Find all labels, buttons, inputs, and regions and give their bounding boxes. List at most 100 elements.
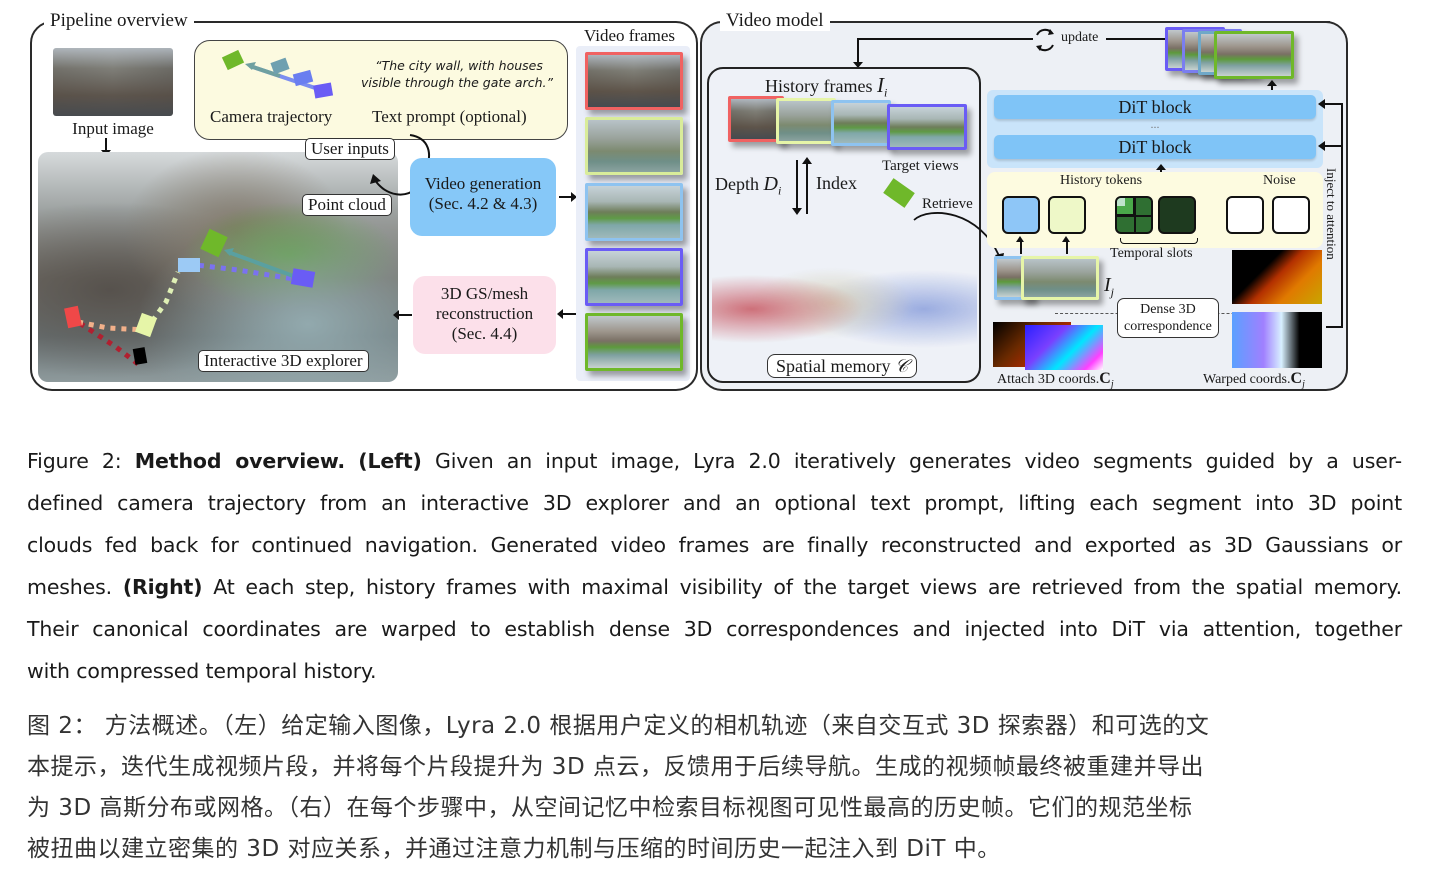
history-frames-text: History frames: [765, 76, 873, 96]
output-frame-stack-4: [1214, 31, 1294, 79]
history-frame-4: [887, 104, 967, 150]
spatial-memory-point-cloud: [712, 240, 977, 355]
warped-coords-map: [1232, 312, 1322, 368]
history-token-2: [1048, 196, 1086, 234]
pipeline-overview-title: Pipeline overview: [44, 11, 194, 31]
caption-zh-line-1: 图 2： 方法概述。（左）给定输入图像，Lyra 2.0 根据用户定义的相机轨迹…: [27, 713, 1210, 739]
index-arrow: [806, 162, 808, 214]
caption-zh-line-3: 为 3D 高斯分布或网格。（右）在每个步骤中，从空间记忆中检索目标视图可见性最高…: [27, 795, 1193, 821]
history-frames-symbol: I: [876, 73, 884, 97]
depth-sub: i: [777, 183, 782, 198]
figure: Pipeline overview Input image Interactiv…: [0, 0, 1440, 400]
explorer-label: Interactive 3D explorer: [198, 350, 369, 372]
caption-line-2: defined camera trajectory from an intera…: [27, 491, 1402, 515]
dit-block-1: DiT block: [994, 95, 1316, 119]
attach-coords-sub: j: [1110, 378, 1114, 390]
figure-caption-chinese: 图 2： 方法概述。（左）给定输入图像，Lyra 2.0 根据用户定义的相机轨迹…: [27, 706, 1407, 870]
depth-symbol: D: [763, 173, 778, 195]
caption-title: Method overview.: [134, 449, 346, 473]
caption-right-tag: (Right): [122, 575, 203, 599]
dit-block-2: DiT block: [994, 135, 1316, 159]
warped-coords-label: Warped coords.Cj: [1203, 370, 1305, 390]
spatial-memory-symbol: 𝒞: [894, 356, 909, 376]
index-label: Index: [816, 173, 857, 193]
inject-arrow-2-head: [1318, 141, 1325, 151]
token-arrow-1: [1020, 240, 1022, 254]
history-frames-sub: i: [883, 85, 888, 100]
reconstruction-title: 3D GS/mesh: [440, 284, 529, 303]
history-token-1: [1002, 196, 1040, 234]
arrow-head-left-2: [393, 310, 399, 320]
index-arrow-head: [802, 157, 812, 164]
video-frame-4: [585, 248, 683, 306]
noise-token-2: [1272, 196, 1310, 234]
temporal-slots-label: Temporal slots: [1110, 246, 1193, 261]
input-image-label: Input image: [72, 119, 154, 138]
retrieved-frame-i: I: [1104, 274, 1111, 296]
temporal-slots-brace: [1120, 238, 1198, 244]
update-cycle-icon: [1036, 28, 1054, 52]
video-model-title: Video model: [720, 11, 830, 31]
input-image-thumbnail: [53, 48, 173, 116]
caption-line-1: Figure 2: Method overview. (Left) Given …: [27, 440, 1402, 482]
caption-line-4-text: At each step, history frames with maxima…: [213, 575, 1402, 599]
inject-to-attention-label: Inject to attention: [1324, 168, 1339, 260]
history-tokens-area: [987, 172, 1323, 248]
warped-coords-text: Warped coords.: [1203, 372, 1291, 387]
noise-token-1: [1226, 196, 1264, 234]
inject-arrow-2: [1324, 145, 1342, 147]
caption-line-4-prefix: meshes.: [27, 575, 113, 599]
attach-coords-label: Attach 3D coords.Cj: [997, 370, 1114, 390]
dense-correspondence-line2: correspondence: [1124, 319, 1212, 334]
token-arrow-2-head: [1062, 236, 1070, 242]
text-prompt-label: Text prompt (optional): [372, 107, 527, 126]
video-frame-3: [585, 183, 683, 241]
text-prompt-quote-line1: “The city wall, with houses: [375, 58, 543, 73]
warped-coords-symbol: C: [1290, 370, 1303, 387]
retrieved-frame-sub: j: [1110, 285, 1115, 299]
arrow-to-frames: [559, 196, 573, 198]
camera-trajectory-icon: [221, 49, 334, 99]
update-line-horizontal: [857, 38, 1033, 40]
dense-correspondence-label: Dense 3D correspondence: [1117, 298, 1219, 338]
video-generation-section: (Sec. 4.2 & 4.3): [428, 194, 538, 213]
caption-line-6: with compressed temporal history.: [27, 659, 377, 683]
caption-line-5: Their canonical coordinates are warped t…: [27, 617, 1402, 641]
arrow-to-explorer: [398, 314, 412, 316]
retrieved-frame-2: [1021, 256, 1099, 300]
tokens-to-dit-arrow-head: [1156, 164, 1166, 170]
inject-arrow-1-head: [1318, 99, 1325, 109]
depth-text: Depth: [715, 174, 759, 194]
update-arrow-head: [853, 62, 863, 68]
warped-coords-sub: j: [1302, 378, 1305, 390]
inject-bracket-vertical: [1341, 103, 1343, 327]
token-arrow-1-head: [1016, 236, 1024, 242]
reconstruction-section: (Sec. 4.4): [451, 324, 518, 343]
spatial-memory-label: Spatial memory 𝒞: [767, 354, 918, 378]
dit-output-arrow: [1271, 84, 1273, 92]
token-arrow-2: [1066, 240, 1068, 254]
video-frame-2: [585, 117, 683, 175]
caption-zh-line-4: 被扭曲以建立密集的 3D 对应关系，并通过注意力机制与压缩的时间历史一起注入到 …: [27, 836, 1001, 862]
warped-depth-map: [1232, 250, 1322, 304]
history-frame-3: [831, 100, 891, 146]
text-prompt-quote-line2: visible through the gate arch.”: [361, 75, 553, 90]
arrow-from-frames: [562, 313, 576, 315]
inject-arrow-1: [1324, 103, 1342, 105]
caption-left-tag: (Left): [358, 449, 422, 473]
retrieved-frame-symbol: Ij: [1104, 274, 1114, 300]
explorer-scene: [38, 152, 398, 382]
attach-coords-map-front: [1025, 325, 1103, 370]
user-inputs-box: [194, 40, 568, 140]
figure-caption-english: Figure 2: Method overview. (Left) Given …: [27, 440, 1402, 692]
video-frames-label: Video frames: [584, 26, 676, 45]
caption-prefix: Figure 2:: [27, 449, 135, 473]
depth-arrow-head: [792, 208, 802, 215]
dit-output-arrow-head: [1267, 80, 1277, 86]
dit-ellipsis: ...: [1150, 117, 1160, 131]
caption-line-3: clouds fed back for continued navigation…: [27, 533, 1402, 557]
video-frame-5: [585, 313, 683, 371]
depth-arrow: [796, 160, 798, 210]
temporal-slot-token-1: [1115, 196, 1153, 234]
spatial-memory-text: Spatial memory: [776, 356, 891, 376]
